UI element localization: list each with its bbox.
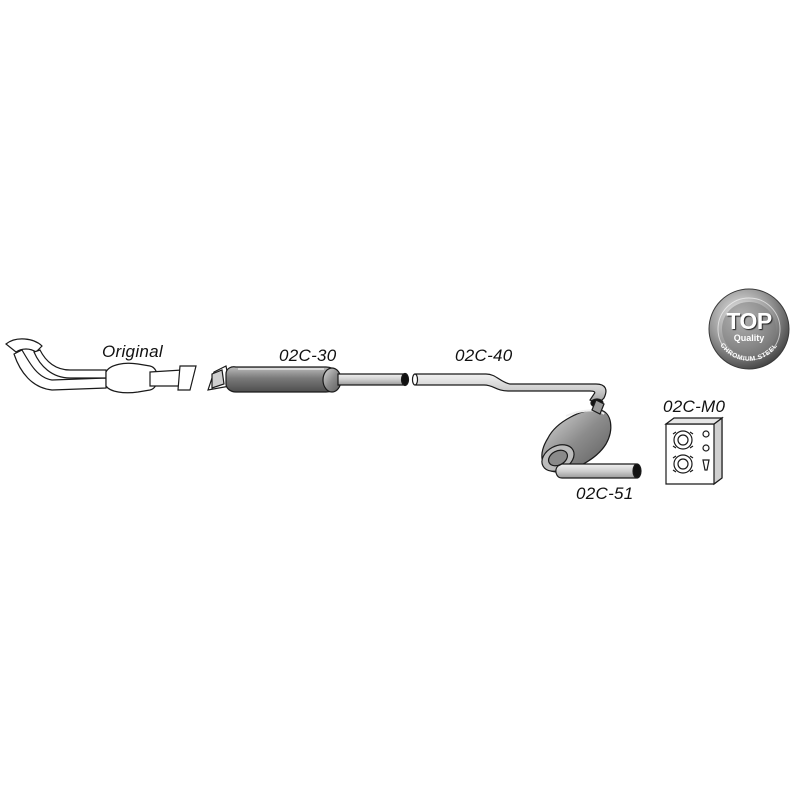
badge-top-text: TOP xyxy=(726,308,772,334)
part-02c-m0-mounting-kit xyxy=(664,416,724,486)
label-02c-51: 02C-51 xyxy=(576,484,634,503)
top-quality-badge-graphic: CHROMIUM STEEL xyxy=(708,288,790,370)
badge-quality-text: Quality xyxy=(733,333,765,343)
label-02c-40: 02C-40 xyxy=(455,346,513,365)
label-02c-m0: 02C-M0 xyxy=(663,397,726,416)
part-02c-40 xyxy=(411,373,607,408)
top-quality-badge: TOP Quality xyxy=(708,288,790,370)
original-front-pipe xyxy=(5,338,197,394)
part-02c-30 xyxy=(207,365,410,393)
label-02c-30: 02C-30 xyxy=(279,346,337,365)
part-02c-51 xyxy=(541,399,642,479)
label-original: Original xyxy=(102,342,163,361)
